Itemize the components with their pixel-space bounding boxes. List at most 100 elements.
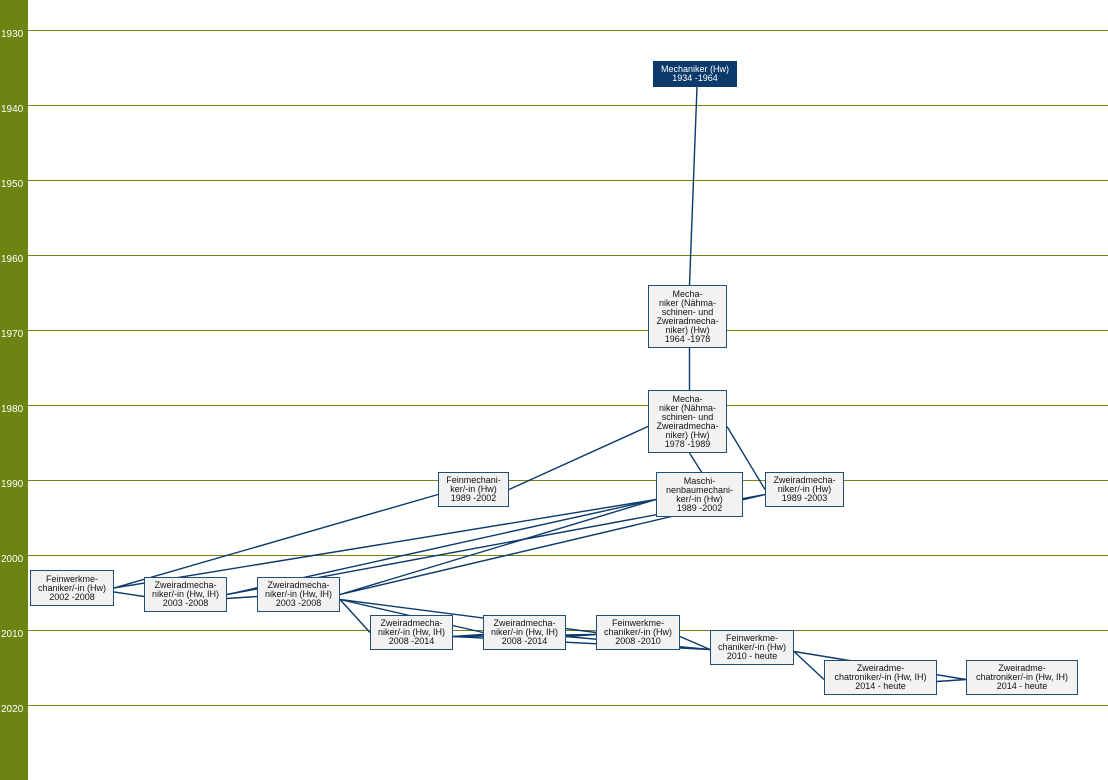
grid-line-1950 <box>28 180 1108 181</box>
edge-n3-n6 <box>726 426 766 490</box>
node-text-line: Zweiradmecha- <box>773 475 836 485</box>
node-text-line: 2008 -2014 <box>388 636 435 646</box>
occupation-node-n15[interactable]: Zweiradme-chatroniker/-in (Hw, IH)2014 -… <box>966 660 1078 695</box>
node-text-line: 1964 -1978 <box>664 333 711 344</box>
node-text-line: Feinmechani- <box>446 475 501 485</box>
grid-line-1930 <box>28 30 1108 31</box>
node-text-line: niker/-in (Hw, IH) <box>490 627 558 637</box>
node-text-line: chaniker/-in (Hw) <box>717 642 786 652</box>
node-text-line: 1989 -2002 <box>676 502 723 513</box>
occupation-node-n5[interactable]: Maschi-nenbaumechani-ker/-in (Hw)1989 -2… <box>656 472 743 517</box>
node-text-line: schinen- und <box>661 306 714 317</box>
year-label-1970: 1970 <box>1 329 24 340</box>
occupation-node-n1[interactable]: Mechaniker (Hw)1934 -1964 <box>653 61 737 87</box>
year-label-1940: 1940 <box>1 104 24 115</box>
node-text-line: 1989 -2003 <box>781 493 828 503</box>
node-text-line: chaniker/-in (Hw) <box>37 582 106 593</box>
grid-line-1980 <box>28 405 1108 406</box>
edge-n1-n2 <box>688 86 698 286</box>
node-text-line: Feinwerkme- <box>725 633 778 643</box>
grid-line-1970 <box>28 330 1108 331</box>
node-text-line: schinen- und <box>661 411 714 422</box>
edge-n5-n7 <box>113 498 657 589</box>
node-text-line: niker) (Hw) <box>665 429 710 440</box>
node-text-line: niker/-in (Hw, IH) <box>264 589 332 599</box>
edge-n13-n14 <box>793 650 825 681</box>
node-text-line: niker (Nähma- <box>658 297 716 308</box>
year-axis-bar <box>0 0 28 780</box>
grid-line-1990 <box>28 480 1108 481</box>
node-text-line: Mechaniker (Hw) <box>660 64 729 74</box>
node-text-line: chatroniker/-in (Hw, IH) <box>975 672 1069 682</box>
node-text-line: chatroniker/-in (Hw, IH) <box>834 672 927 682</box>
grid-line-1960 <box>28 255 1108 256</box>
node-text-line: Mecha- <box>672 393 703 404</box>
edge-n11-n12 <box>565 633 597 638</box>
node-text-line: 2008 -2014 <box>501 636 548 646</box>
occupation-node-n7[interactable]: Feinwerkme-chaniker/-in (Hw)2002 -2008 <box>30 570 114 606</box>
year-label-2010: 2010 <box>1 629 24 640</box>
occupation-node-n12[interactable]: Feinwerkme-chaniker/-in (Hw)2008 -2010 <box>596 615 680 650</box>
node-text-line: 1978 -1989 <box>664 438 711 449</box>
node-text-line: Maschi- <box>683 475 716 486</box>
node-text-line: Zweiradmecha- <box>493 618 556 628</box>
node-text-line: 2008 -2010 <box>615 636 661 646</box>
node-text-line: ker/-in (Hw) <box>450 484 497 494</box>
occupation-node-n9[interactable]: Zweiradmecha-niker/-in (Hw, IH)2003 -200… <box>257 577 340 612</box>
year-label-2020: 2020 <box>1 704 24 715</box>
node-text-line: 2002 -2008 <box>49 591 95 602</box>
edge-n5-n9 <box>339 498 657 596</box>
occupation-node-n14[interactable]: Zweiradme-chatroniker/-in (Hw, IH)2014 -… <box>824 660 937 695</box>
node-text-line: ker/-in (Hw) <box>676 493 723 504</box>
occupation-node-n13[interactable]: Feinwerkme-chaniker/-in (Hw)2010 - heute <box>710 630 794 665</box>
edge-n3-n4 <box>508 425 649 491</box>
node-text-line: 1934 -1964 <box>672 73 718 83</box>
edge-n4-n7 <box>113 493 439 589</box>
node-text-line: 2003 -2008 <box>162 598 209 608</box>
occupation-node-n6[interactable]: Zweiradmecha-niker/-in (Hw)1989 -2003 <box>765 472 844 507</box>
edge-n12-n13 <box>679 635 711 651</box>
year-label-2000: 2000 <box>1 554 24 565</box>
node-text-line: Zweiradme- <box>856 663 905 673</box>
year-label-1980: 1980 <box>1 404 24 415</box>
node-text-line: chaniker/-in (Hw) <box>603 627 672 637</box>
edge-n8-n9 <box>226 595 258 600</box>
node-text-line: niker/-in (Hw, IH) <box>377 627 445 637</box>
grid-line-2020 <box>28 705 1108 706</box>
grid-line-2010 <box>28 630 1108 631</box>
year-label-1960: 1960 <box>1 254 24 265</box>
node-text-line: Zweiradmecha- <box>656 315 719 326</box>
node-text-line: nenbaumechani- <box>665 484 734 495</box>
node-text-line: niker/-in (Hw) <box>777 484 832 494</box>
year-label-1930: 1930 <box>1 29 24 40</box>
node-text-line: Mecha- <box>672 288 703 299</box>
occupation-node-n8[interactable]: Zweiradmecha-niker/-in (Hw, IH)2003 -200… <box>144 577 227 612</box>
occupation-node-n10[interactable]: Zweiradmecha-niker/-in (Hw, IH)2008 -201… <box>370 615 453 650</box>
edge-n14-n15 <box>936 678 967 683</box>
year-label-1950: 1950 <box>1 179 24 190</box>
edge-n7-n8 <box>113 591 145 598</box>
node-text-line: 2014 - heute <box>996 681 1048 691</box>
node-text-line: niker) (Hw) <box>665 324 710 335</box>
node-text-line: Feinwerkme- <box>45 573 98 584</box>
node-text-line: niker (Nähma- <box>658 402 716 413</box>
grid-line-2000 <box>28 555 1108 556</box>
node-text-line: Zweiradmecha- <box>267 580 330 590</box>
node-text-line: 1989 -2002 <box>450 493 497 503</box>
node-text-line: Feinwerkme- <box>611 618 664 628</box>
node-text-line: Zweiradmecha- <box>656 420 719 431</box>
occupation-node-n4[interactable]: Feinmechani-ker/-in (Hw)1989 -2002 <box>438 472 509 507</box>
node-text-line: 2003 -2008 <box>275 598 322 608</box>
grid-line-1940 <box>28 105 1108 106</box>
edge-n3-n5 <box>688 452 703 473</box>
occupation-node-n11[interactable]: Zweiradmecha-niker/-in (Hw, IH)2008 -201… <box>483 615 566 650</box>
node-text-line: Zweiradme- <box>998 663 1046 673</box>
node-text-line: niker/-in (Hw, IH) <box>151 589 219 599</box>
node-text-line: Zweiradmecha- <box>380 618 443 628</box>
node-text-line: 2010 - heute <box>726 651 778 661</box>
node-text-line: Zweiradmecha- <box>154 580 217 590</box>
year-label-1990: 1990 <box>1 479 24 490</box>
